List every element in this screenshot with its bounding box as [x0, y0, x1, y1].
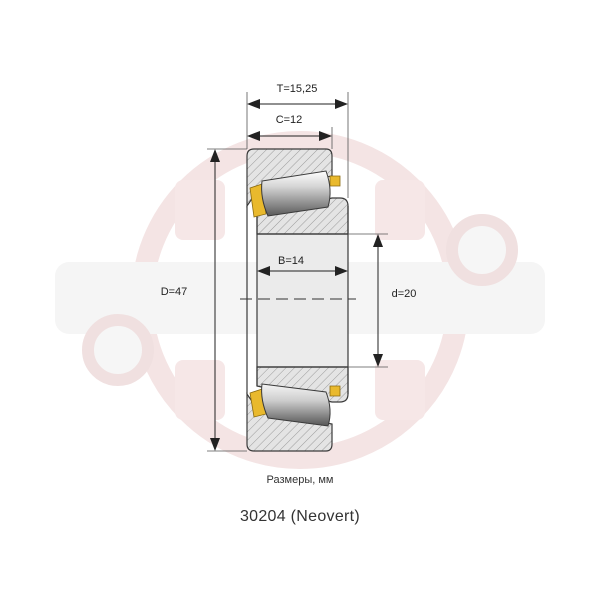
label-T: T=15,25: [277, 83, 318, 95]
roller-upper: [261, 170, 331, 217]
watermark-right-block: [375, 180, 425, 240]
watermark-right-block-lower: [375, 360, 425, 420]
label-B: B=14: [278, 255, 304, 267]
label-C: C=12: [276, 114, 303, 126]
units-caption: Размеры, мм: [266, 474, 334, 486]
outer-ring-lower: [246, 392, 333, 452]
dimension-T: [247, 99, 348, 109]
label-d: d=20: [392, 288, 417, 300]
watermark-left-hole: [82, 314, 154, 386]
watermark-logo: [55, 131, 545, 469]
extension-lines: [207, 92, 388, 452]
part-number: 30204 (Neovert): [239, 508, 361, 525]
bore-face: [257, 234, 348, 367]
cage-upper-right: [329, 175, 341, 187]
dimension-C: [247, 131, 332, 141]
cage-lower-right: [329, 385, 341, 397]
dimension-B: [257, 266, 348, 276]
dimension-D: [210, 149, 220, 451]
roller-lower: [261, 383, 331, 427]
watermark-right-hole: [446, 214, 518, 286]
watermark-left-block: [175, 180, 225, 240]
watermark-left-block-lower: [175, 360, 225, 420]
dimension-d: [373, 234, 383, 367]
label-D: D=47: [161, 286, 188, 298]
